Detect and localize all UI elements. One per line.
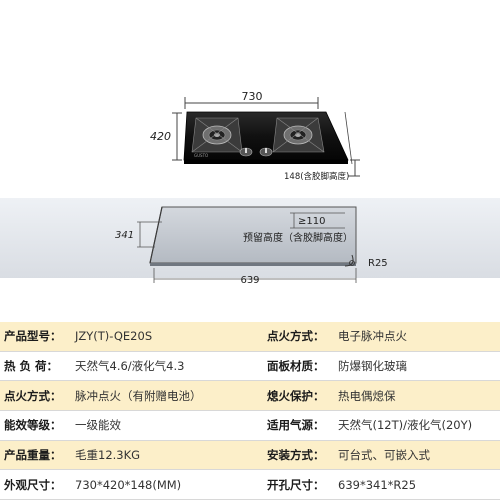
clearance-label: ≥110 — [298, 216, 325, 227]
spec-value-heat-load: 天然气4.6/液化气4.3 — [71, 351, 263, 382]
spec-value-energy-grade: 一级能效 — [71, 410, 263, 441]
cutout-height-dimension: 341 — [115, 221, 162, 248]
clearance-dimension: ≥110 — [290, 212, 345, 229]
spec-value-installation: 可台式、可嵌入式 — [334, 440, 500, 471]
spec-row: 外观尺寸：730*420*148(MM)开孔尺寸：639*341*R25 — [0, 469, 500, 500]
hob-depth-label: 420 — [150, 130, 171, 143]
cutout-view: 341 ≥110 预留高度（含胶脚高度） R25 639 — [0, 198, 500, 286]
spec-key-panel-material: 面板材质： — [263, 351, 334, 382]
hob-depth-dimension: 420 — [150, 112, 182, 161]
hob-top-view: 730 420 — [150, 90, 360, 182]
dimension-diagram: 730 420 — [0, 90, 500, 286]
spec-value-ignition: 脉冲点火（有附赠电池） — [71, 380, 263, 411]
reserve-height-note: 预留高度（含胶脚高度） — [243, 231, 353, 244]
spec-key-heat-load: 热 负 荷： — [0, 351, 71, 382]
corner-radius-label: R25 — [368, 258, 388, 269]
right-knob-icon — [259, 147, 273, 157]
spec-key-energy-grade: 能效等级： — [0, 410, 71, 441]
cutout-width-label: 639 — [240, 275, 259, 286]
spec-value-panel-material: 防爆钢化玻璃 — [334, 351, 500, 382]
spec-value-dimensions: 730*420*148(MM) — [71, 469, 263, 500]
spec-value-cutout-size: 639*341*R25 — [334, 469, 500, 500]
hob-width-label: 730 — [242, 90, 263, 103]
hob-height-label: 148(含胶脚高度) — [284, 171, 349, 182]
corner-radius-callout: R25 — [344, 254, 388, 269]
right-burner — [272, 117, 325, 153]
spec-key-installation: 安装方式： — [263, 440, 334, 471]
hob-height-dimension: 148(含胶脚高度) — [284, 159, 360, 182]
spec-key-weight: 产品重量： — [0, 440, 71, 471]
spec-key-cutout-size: 开孔尺寸： — [263, 469, 334, 500]
spec-value-gas-source: 天然气(12T)/液化气(20Y) — [334, 410, 500, 441]
spec-value-flame-protection: 热电偶熄保 — [334, 380, 500, 411]
spec-value-ignition-method: 电子脉冲点火 — [334, 322, 500, 352]
spec-row: 点火方式：脉冲点火（有附赠电池）熄火保护：热电偶熄保 — [0, 380, 500, 411]
left-burner — [191, 117, 243, 153]
spec-key-model: 产品型号： — [0, 322, 71, 352]
left-knob-icon — [239, 147, 253, 157]
brand-mark: GUSTO — [194, 153, 208, 158]
cutout-width-dimension: 639 — [153, 268, 357, 286]
spec-row: 能效等级：一级能效适用气源：天然气(12T)/液化气(20Y) — [0, 410, 500, 441]
spec-value-weight: 毛重12.3KG — [71, 440, 263, 471]
spec-value-model: JZY(T)-QE20S — [71, 322, 263, 352]
hob-width-dimension: 730 — [184, 90, 319, 109]
spec-key-dimensions: 外观尺寸： — [0, 469, 71, 500]
spec-key-ignition: 点火方式： — [0, 380, 71, 411]
glass-edge — [184, 160, 348, 164]
cutout-height-label: 341 — [115, 230, 134, 241]
spec-key-flame-protection: 熄火保护： — [263, 380, 334, 411]
spec-key-gas-source: 适用气源： — [263, 410, 334, 441]
spec-key-ignition-method: 点火方式： — [263, 322, 334, 352]
